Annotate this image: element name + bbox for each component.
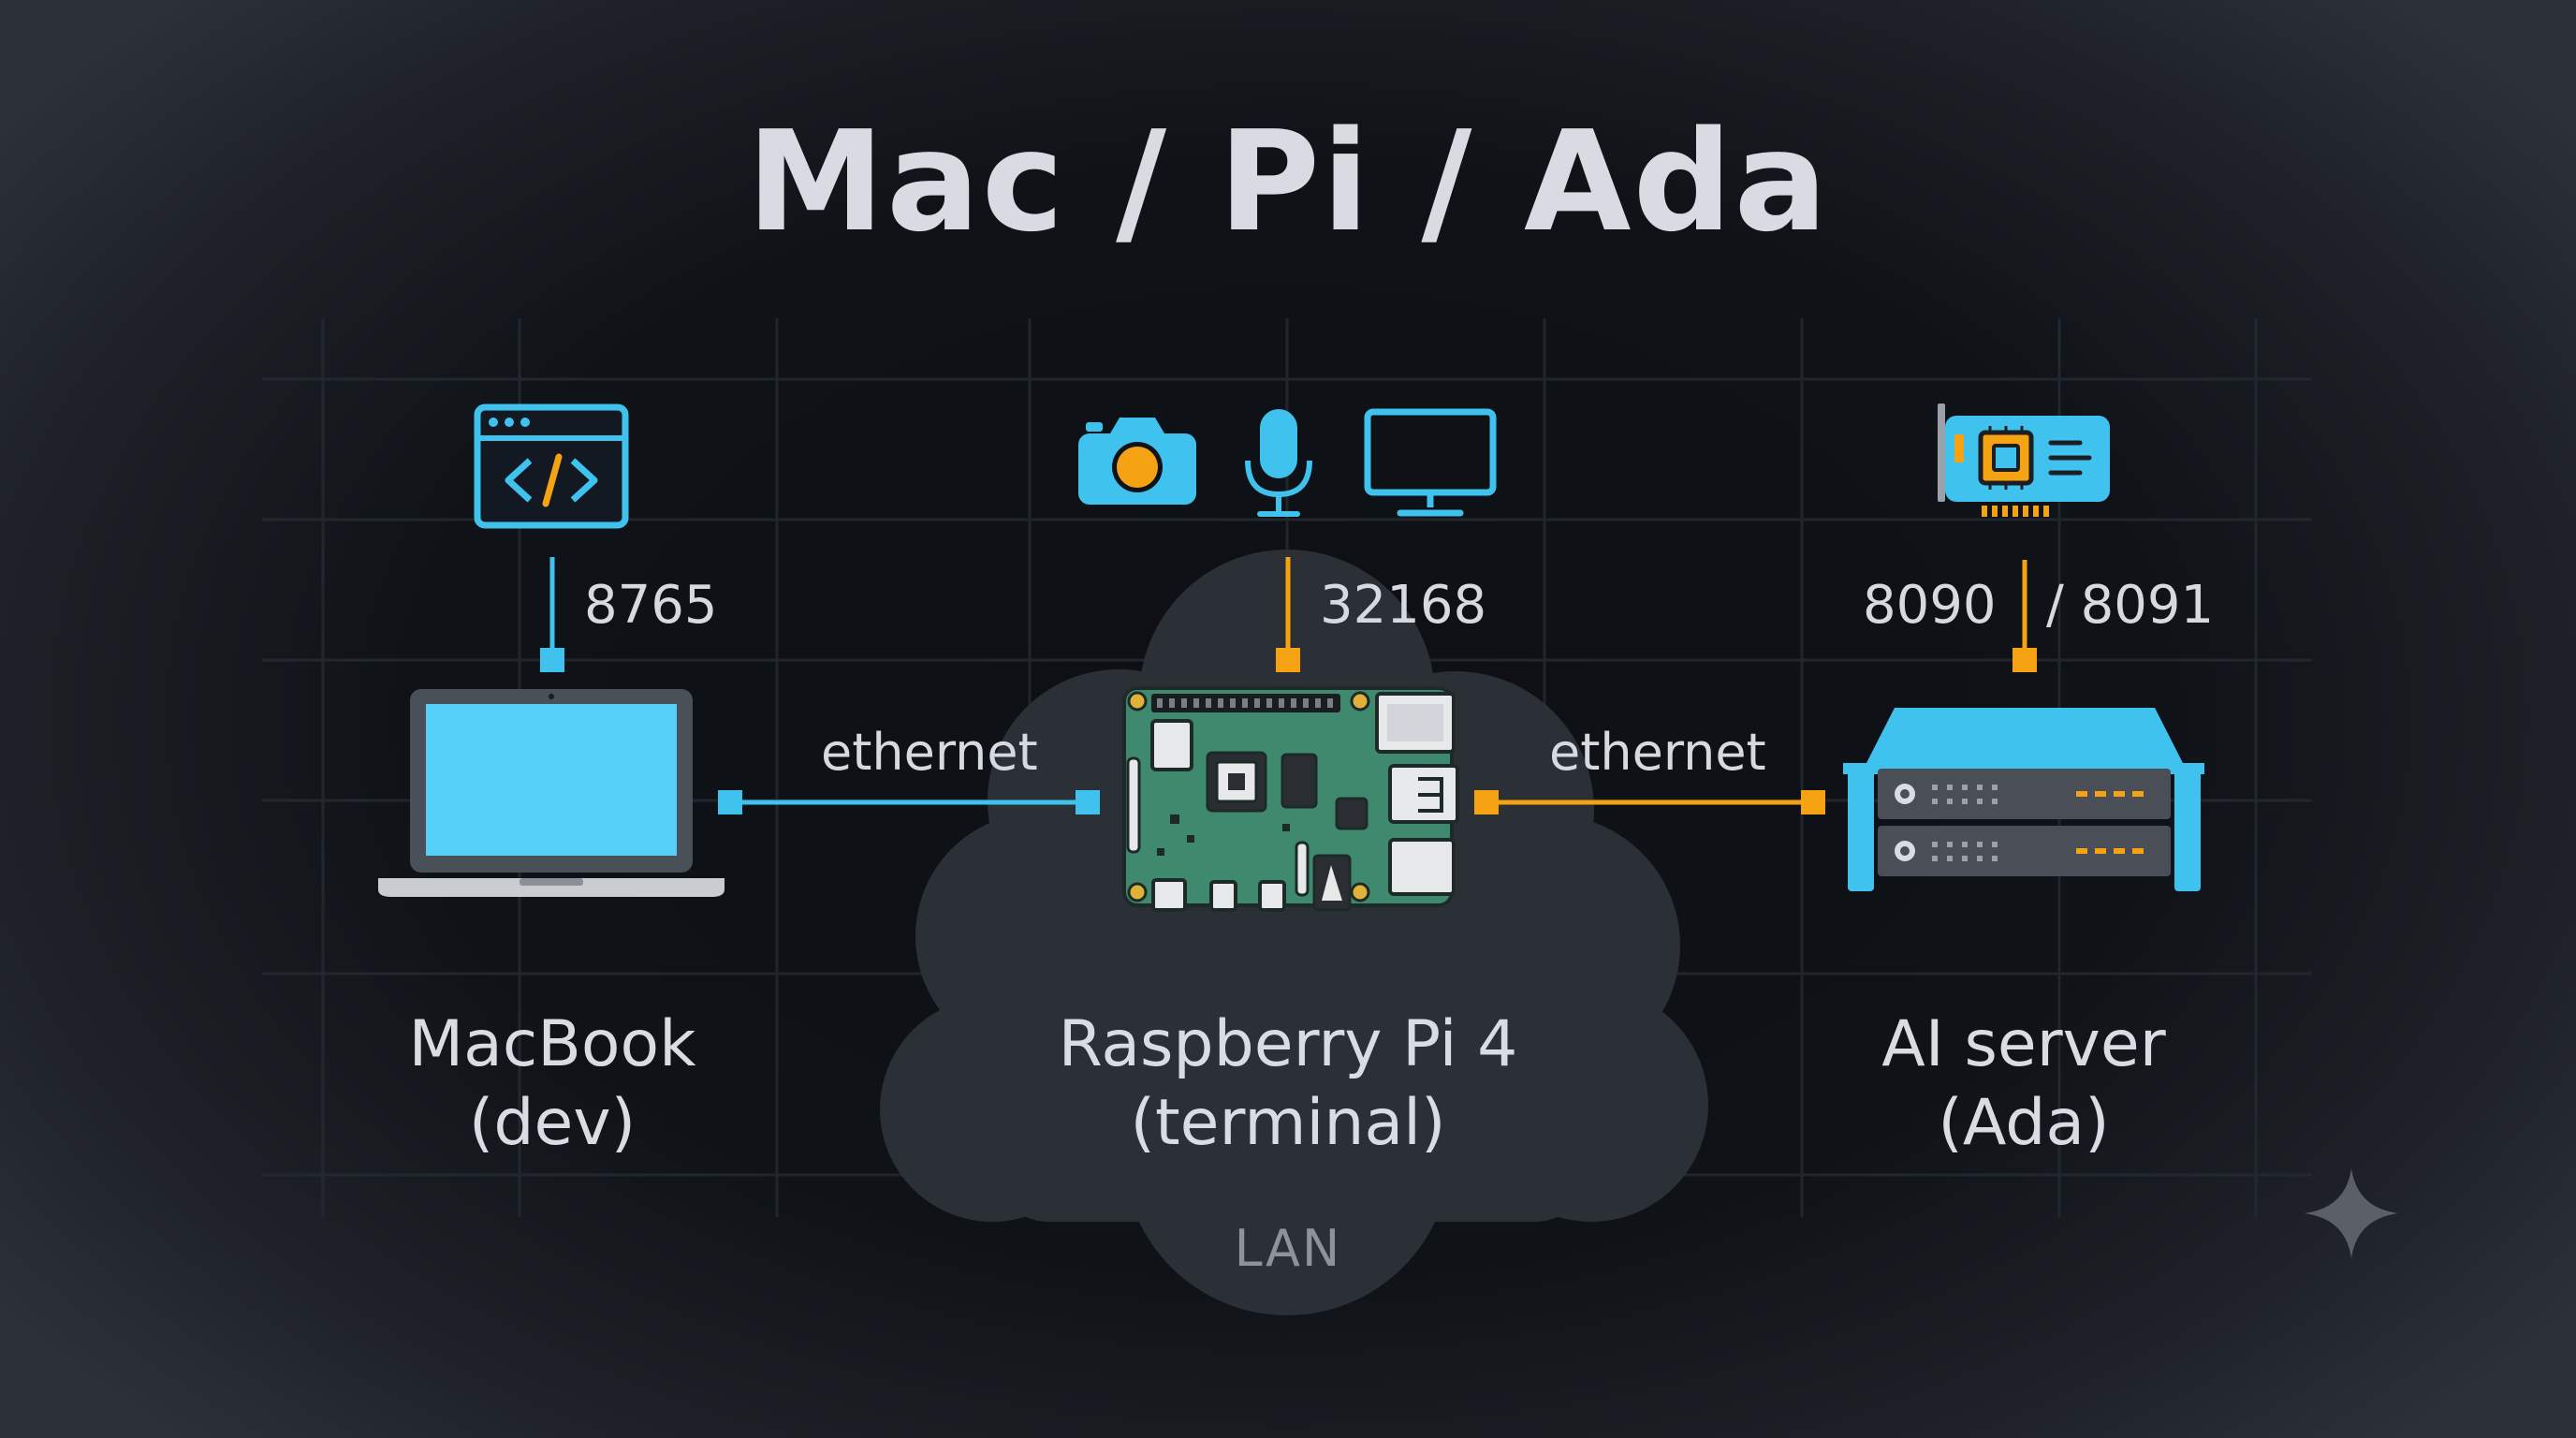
server-port-label-primary: 8090 xyxy=(1863,575,1997,636)
raspberry-pi-label: Raspberry Pi 4 (terminal) xyxy=(1002,1005,1574,1163)
pi-port-label: 32168 xyxy=(1320,575,1487,636)
gpu-card-icon xyxy=(1938,404,2110,517)
link-pi-server xyxy=(1474,790,1825,814)
sparkle-icon xyxy=(2305,1168,2398,1258)
lan-label: LAN xyxy=(1234,1219,1342,1278)
macbook-role: (dev) xyxy=(468,1086,637,1160)
mac-port-connector xyxy=(540,557,564,672)
link-mac-pi xyxy=(718,790,1100,814)
camera-icon xyxy=(1078,418,1196,505)
pi-port-connector xyxy=(1276,557,1300,672)
raspberry-pi-role: (terminal) xyxy=(1130,1086,1446,1160)
link-label-mac-pi: ethernet xyxy=(821,723,1038,782)
link-label-pi-server: ethernet xyxy=(1549,723,1766,782)
monitor-icon xyxy=(1364,408,1497,517)
diagram-title: Mac / Pi / Ada xyxy=(746,101,1830,262)
microphone-icon xyxy=(1245,409,1312,517)
ai-server-role: (Ada) xyxy=(1938,1086,2110,1160)
macbook-name: MacBook xyxy=(408,1007,696,1081)
ai-server-label: AI server (Ada) xyxy=(1780,1005,2267,1163)
macbook-label: MacBook (dev) xyxy=(309,1005,796,1163)
mac-port-label: 8765 xyxy=(584,575,718,636)
rack-server-icon xyxy=(1843,708,2204,891)
laptop-icon xyxy=(378,689,724,897)
server-port-connector xyxy=(2012,560,2037,672)
raspberry-pi-board-icon xyxy=(1122,686,1459,912)
raspberry-pi-name: Raspberry Pi 4 xyxy=(1058,1007,1518,1081)
ai-server-name: AI server xyxy=(1881,1007,2166,1081)
code-window-icon xyxy=(474,404,629,529)
server-port-label-secondary: / 8091 xyxy=(2046,575,2215,636)
